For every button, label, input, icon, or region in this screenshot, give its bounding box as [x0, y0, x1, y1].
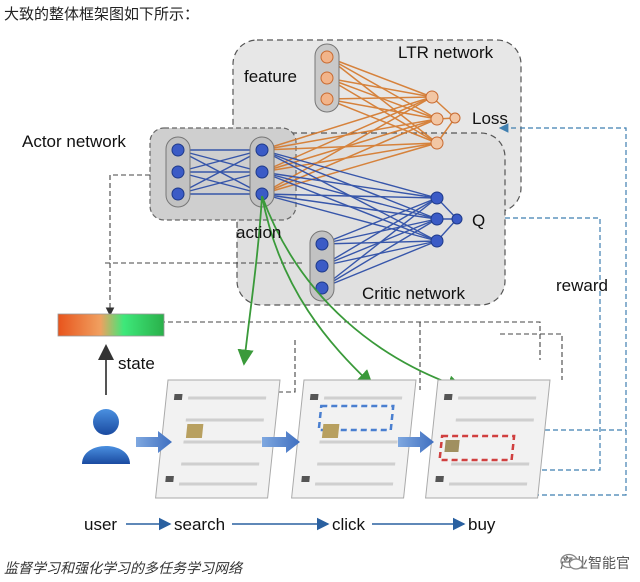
feedback-lines: [105, 174, 563, 393]
figure-caption: 监督学习和强化学习的多任务学习网络: [4, 561, 242, 577]
q-label: Q: [472, 211, 485, 230]
page-block-arrows: [136, 431, 434, 453]
user-icon: [82, 409, 130, 464]
click-page-thumbnail: [291, 379, 417, 499]
flow-click-label: click: [332, 515, 366, 534]
feature-label: feature: [244, 67, 297, 86]
actor-nodes: [171, 143, 463, 295]
watermark: 产业智能官: [560, 553, 630, 573]
actor-critic-edges: [177, 149, 458, 289]
ltr-network-label: LTR network: [398, 43, 494, 62]
state-bar: [57, 313, 165, 337]
action-arrows: [237, 195, 464, 392]
reward-label: reward: [556, 276, 608, 295]
user-to-search-arrow: [136, 431, 172, 453]
actor-network-label: Actor network: [22, 132, 126, 151]
state-label: state: [118, 354, 155, 373]
flow-search-label: search: [174, 515, 225, 534]
feature-nodes: [320, 50, 334, 106]
click-to-buy-arrow: [398, 431, 434, 453]
flow-buy-label: buy: [468, 515, 496, 534]
search-page-thumbnail: [155, 379, 281, 499]
buy-page-thumbnail: [425, 379, 551, 499]
search-to-click-arrow: [262, 431, 300, 453]
flow-user-label: user: [84, 515, 117, 534]
loss-label: Loss: [472, 109, 508, 128]
header-text: 大致的整体框架图如下所示：: [4, 5, 200, 23]
ltr-hidden-nodes: [425, 90, 461, 150]
critic-network-label: Critic network: [362, 284, 465, 303]
ltr-edges: [261, 56, 456, 195]
action-label: action: [236, 223, 281, 242]
wechat-icon: [560, 553, 584, 570]
